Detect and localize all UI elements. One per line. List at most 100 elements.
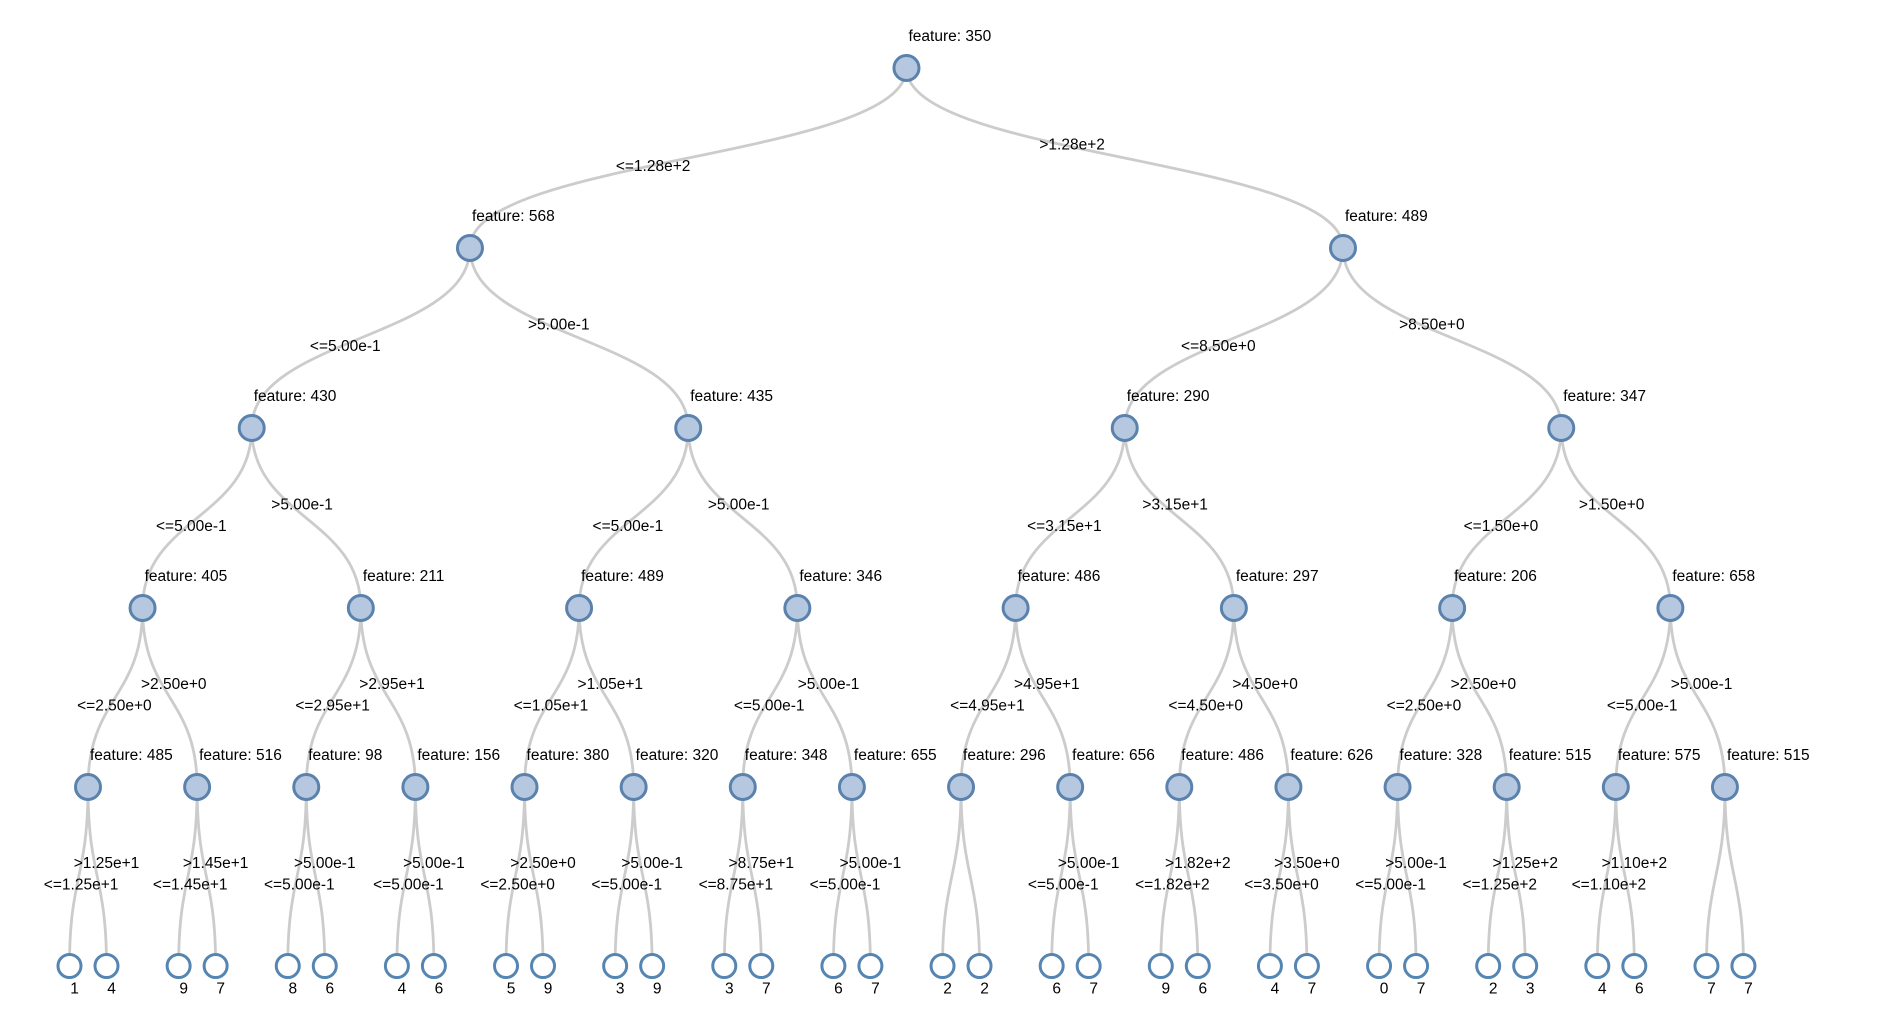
tree-edge <box>468 247 690 429</box>
leaf-node-circle <box>1256 953 1283 979</box>
edge-gt-threshold-label: >5.00e-1 <box>294 855 356 872</box>
leaf-node-circle <box>274 953 301 979</box>
leaf-node-circle <box>1512 953 1539 979</box>
leaf-node-circle <box>1075 953 1102 979</box>
feature-label: feature: 568 <box>472 208 555 225</box>
feature-label: feature: 486 <box>1018 568 1101 585</box>
leaf-class-label: 7 <box>1089 981 1098 998</box>
internal-node-circle <box>1601 773 1630 801</box>
tree-edge <box>523 607 581 788</box>
tree-edge <box>1614 786 1636 967</box>
feature-label: feature: 350 <box>908 28 991 45</box>
feature-label: feature: 348 <box>745 747 828 764</box>
internal-node-circle <box>565 594 594 622</box>
leaf-class-label: 7 <box>871 981 880 998</box>
feature-label: feature: 156 <box>417 747 500 764</box>
feature-label: feature: 655 <box>854 747 937 764</box>
leaf-node-circle <box>1293 953 1320 979</box>
internal-node-circle <box>1219 594 1248 622</box>
leaf-node-circle <box>311 953 338 979</box>
edge-le-threshold-label: <=1.82e+2 <box>1135 877 1210 894</box>
tree-edge <box>1232 607 1290 788</box>
tree-edge <box>686 427 799 609</box>
leaf-class-label: 6 <box>325 981 334 998</box>
feature-label: feature: 290 <box>1127 388 1210 405</box>
leaf-node-circle <box>929 953 956 979</box>
tree-edge <box>1159 786 1181 967</box>
tree-edge <box>413 786 436 967</box>
tree-edge <box>1450 427 1563 609</box>
tree-edge <box>468 67 908 249</box>
leaf-class-label: 7 <box>1417 981 1426 998</box>
tree-edge <box>359 607 417 788</box>
leaf-node-circle <box>1147 953 1174 979</box>
tree-edge <box>1341 247 1563 429</box>
tree-edge <box>1287 786 1309 967</box>
leaf-node-circle <box>820 953 847 979</box>
leaf-node-circle <box>1621 953 1648 979</box>
feature-label: feature: 516 <box>199 747 282 764</box>
tree-edge <box>141 427 254 609</box>
edge-le-threshold-label: <=5.00e-1 <box>810 877 881 894</box>
feature-label: feature: 346 <box>799 568 882 585</box>
feature-label: feature: 297 <box>1236 568 1319 585</box>
leaf-class-label: 8 <box>288 981 297 998</box>
leaf-node-circle <box>1693 953 1720 979</box>
edge-gt-threshold-label: >1.45e+1 <box>183 855 249 872</box>
leaf-class-label: 6 <box>1052 981 1061 998</box>
edge-le-threshold-label: <=1.28e+2 <box>616 158 691 175</box>
leaf-class-label: 4 <box>1271 981 1280 998</box>
feature-label: feature: 435 <box>690 388 773 405</box>
tree-edge <box>959 786 981 967</box>
edge-le-threshold-label: <=5.00e-1 <box>373 877 444 894</box>
leaf-node-circle <box>530 953 557 979</box>
internal-node-circle <box>1328 234 1357 262</box>
leaf-class-label: 3 <box>616 981 625 998</box>
tree-edge <box>795 607 854 788</box>
tree-edge <box>959 607 1017 788</box>
leaf-class-label: 6 <box>834 981 843 998</box>
internal-node-circle <box>1110 414 1139 442</box>
leaf-class-label: 2 <box>980 981 989 998</box>
leaf-class-label: 7 <box>1744 981 1753 998</box>
edge-le-threshold-label: <=1.50e+0 <box>1464 518 1539 535</box>
leaf-node-circle <box>493 953 520 979</box>
tree-edge <box>195 786 218 967</box>
leaf-class-label: 4 <box>1598 981 1607 998</box>
internal-node-circle <box>837 773 866 801</box>
tree-edge <box>523 786 545 967</box>
edge-gt-threshold-label: >3.15e+1 <box>1142 496 1208 513</box>
leaf-class-label: 4 <box>398 981 407 998</box>
leaf-class-label: 9 <box>179 981 188 998</box>
edge-le-threshold-label: <=1.45e+1 <box>153 877 228 894</box>
tree-edge <box>1050 786 1072 967</box>
tree-edge <box>1486 786 1509 967</box>
edge-le-threshold-label: <=1.10e+2 <box>1572 877 1647 894</box>
feature-label: feature: 626 <box>1290 747 1373 764</box>
tree-edge <box>1014 427 1127 609</box>
tree-edge <box>1396 786 1418 967</box>
edge-le-threshold-label: <=4.50e+0 <box>1168 698 1243 715</box>
edge-le-threshold-label: <=5.00e-1 <box>591 877 662 894</box>
tree-edge <box>577 607 636 788</box>
leaf-node-circle <box>966 953 993 979</box>
internal-node-circle <box>292 773 321 801</box>
leaf-node-circle <box>165 953 192 979</box>
tree-edge <box>741 786 763 967</box>
edge-gt-threshold-label: >1.28e+2 <box>1039 136 1105 153</box>
edge-gt-threshold-label: >5.00e-1 <box>840 855 902 872</box>
tree-edge <box>1723 786 1745 967</box>
leaf-node-circle <box>748 953 775 979</box>
feature-label: feature: 575 <box>1618 747 1701 764</box>
tree-edge <box>741 607 799 788</box>
edge-gt-threshold-label: >2.95e+1 <box>359 676 425 693</box>
leaf-class-label: 3 <box>1526 981 1535 998</box>
edge-gt-threshold-label: >5.00e-1 <box>1058 855 1120 872</box>
edge-gt-threshold-label: >1.05e+1 <box>578 676 644 693</box>
tree-edge <box>1614 607 1672 788</box>
internal-node-circle <box>1438 594 1467 622</box>
feature-label: feature: 296 <box>963 747 1046 764</box>
feature-label: feature: 405 <box>145 568 228 585</box>
feature-label: feature: 489 <box>581 568 664 585</box>
